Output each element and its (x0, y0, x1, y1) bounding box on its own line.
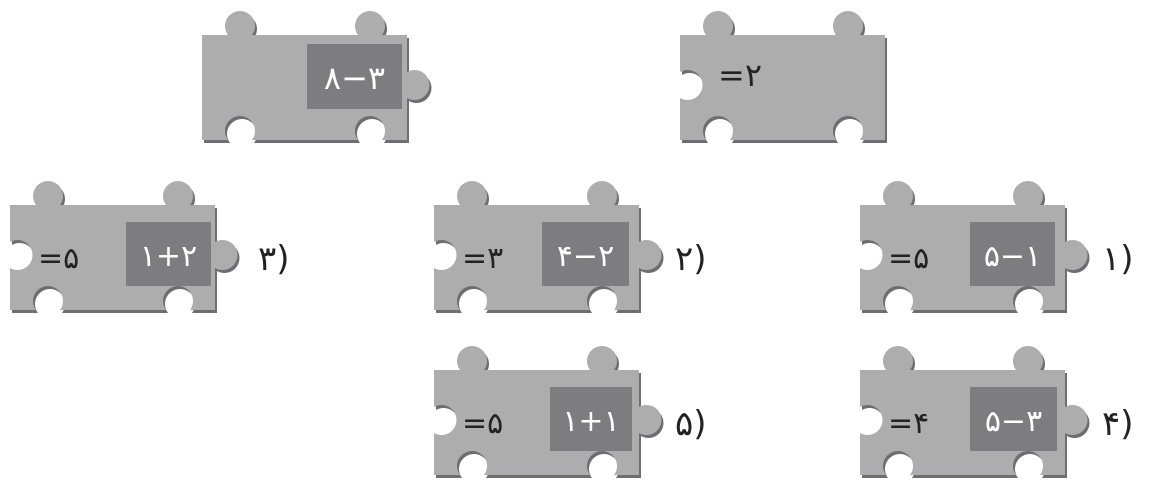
option-3-box-text: ۱+۲ (140, 239, 197, 274)
option-1-number: (۱ (1102, 239, 1134, 279)
option-5-eq-text: =۵ (462, 406, 503, 441)
option-2-number: (۲ (675, 239, 707, 279)
top-right-eq-text: =۲ (718, 56, 762, 94)
option-2-puzzle-piece: =۳ ۴−۲ (434, 181, 664, 313)
top-left-puzzle-piece: ۸−۳ (202, 10, 432, 143)
option-1-box-text: ۵−۱ (984, 239, 1041, 274)
option-3-number: (۳ (258, 239, 290, 279)
option-4-eq-text: =۴ (888, 406, 929, 441)
option-5-number: (۵ (675, 404, 707, 444)
option-5-box-text: ۱+۱ (562, 404, 619, 439)
option-5-puzzle-piece: =۵ ۱+۱ (434, 346, 664, 478)
top-right-puzzle-piece: =۲ (680, 10, 887, 143)
option-1-eq-text: =۵ (888, 241, 929, 276)
option-4-puzzle-piece: =۴ ۵−۳ (860, 346, 1090, 478)
option-4-box-text: ۵−۳ (985, 404, 1042, 439)
option-3-eq-text: =۵ (38, 241, 79, 276)
option-1-puzzle-piece: =۵ ۵−۱ (860, 181, 1090, 313)
option-2-eq-text: =۳ (462, 241, 503, 276)
option-2-box-text: ۴−۲ (557, 239, 614, 274)
top-left-box-text: ۸−۳ (324, 59, 385, 97)
option-3-puzzle-piece: =۵ ۱+۲ (10, 181, 240, 313)
option-4-number: (۴ (1102, 404, 1134, 444)
